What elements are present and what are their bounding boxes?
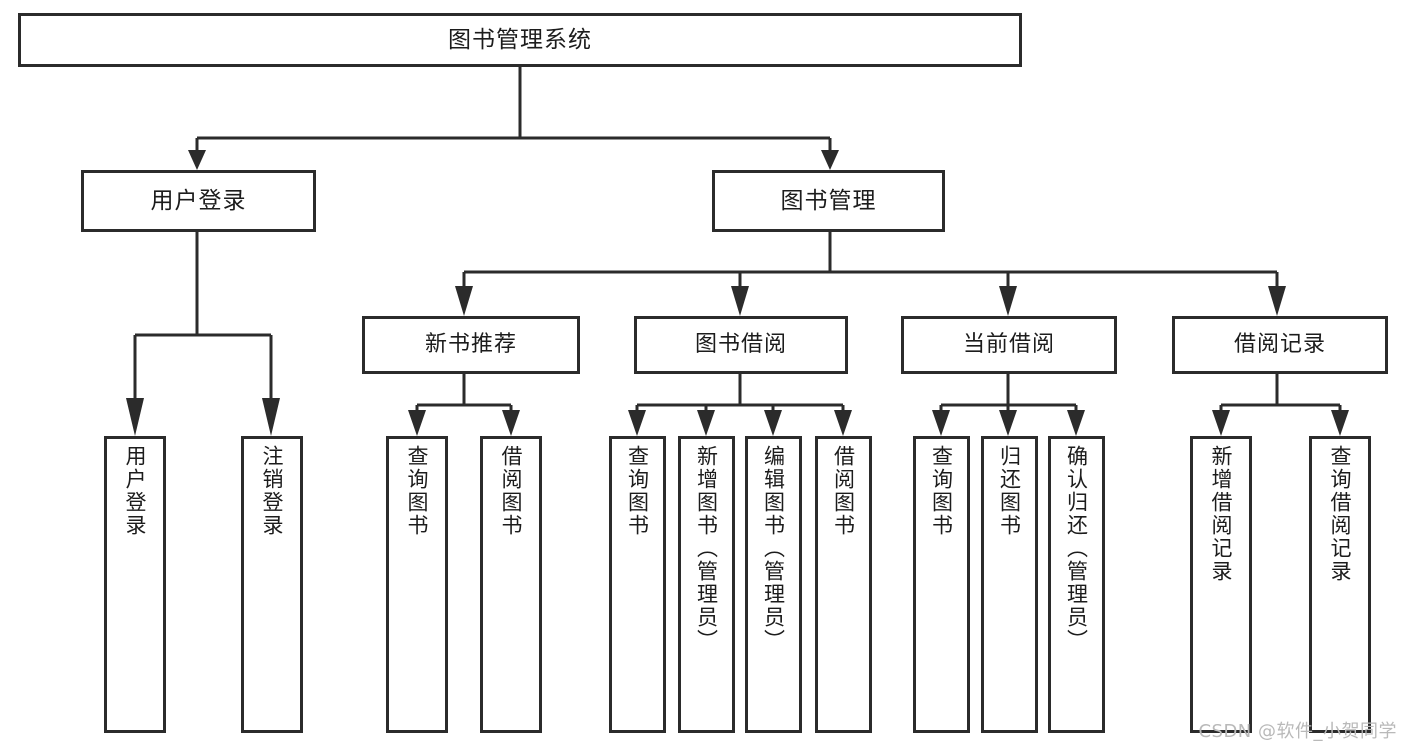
node-label: 查询图书 <box>405 445 430 537</box>
leaf-book-borrow-query-book[interactable]: 查询图书 <box>609 436 666 733</box>
leaf-current-borrow-confirm-return-admin[interactable]: 确认归还（管理员） <box>1048 436 1105 733</box>
node-label: 查询图书 <box>929 445 954 537</box>
leaf-new-book-borrow-book[interactable]: 借阅图书 <box>480 436 542 733</box>
node-user-login[interactable]: 用户登录 <box>81 170 316 232</box>
node-label: 查询图书 <box>625 445 650 537</box>
node-label: 借阅图书 <box>499 445 524 537</box>
node-label: 借阅记录 <box>1233 332 1326 358</box>
leaf-book-borrow-edit-book-admin[interactable]: 编辑图书（管理员） <box>745 436 802 733</box>
leaf-current-borrow-return-book[interactable]: 归还图书 <box>981 436 1038 733</box>
node-label: 新增借阅记录 <box>1209 445 1234 583</box>
node-label: 归还图书 <box>997 445 1022 537</box>
node-label: 用户登录 <box>150 187 247 214</box>
node-label: 图书管理 <box>780 187 877 214</box>
node-new-book-recommend[interactable]: 新书推荐 <box>362 316 580 374</box>
node-label: 图书管理系统 <box>448 26 592 53</box>
leaf-current-borrow-query-book[interactable]: 查询图书 <box>913 436 970 733</box>
leaf-borrow-record-add-record[interactable]: 新增借阅记录 <box>1190 436 1252 733</box>
leaf-new-book-query-book[interactable]: 查询图书 <box>386 436 448 733</box>
node-label: 当前借阅 <box>962 332 1055 358</box>
node-label: 用户登录 <box>123 445 148 537</box>
node-current-borrow[interactable]: 当前借阅 <box>901 316 1117 374</box>
node-book-management[interactable]: 图书管理 <box>712 170 945 232</box>
leaf-book-borrow-borrow-book[interactable]: 借阅图书 <box>815 436 872 733</box>
node-label: 新书推荐 <box>424 332 517 358</box>
node-book-borrow[interactable]: 图书借阅 <box>634 316 848 374</box>
node-label: 新增图书（管理员） <box>694 445 719 652</box>
node-label: 编辑图书（管理员） <box>761 445 786 652</box>
node-label: 图书借阅 <box>694 332 787 358</box>
leaf-borrow-record-query-record[interactable]: 查询借阅记录 <box>1309 436 1371 733</box>
node-label: 确认归还（管理员） <box>1064 445 1089 652</box>
leaf-user-login-logout[interactable]: 注销登录 <box>241 436 303 733</box>
csdn-watermark: CSDN @软件_小贺同学 <box>1198 721 1397 742</box>
node-root-book-management-system[interactable]: 图书管理系统 <box>18 13 1022 67</box>
leaf-book-borrow-add-book-admin[interactable]: 新增图书（管理员） <box>678 436 735 733</box>
node-label: 借阅图书 <box>831 445 856 537</box>
node-label: 注销登录 <box>260 445 285 537</box>
node-label: 查询借阅记录 <box>1328 445 1353 583</box>
node-borrow-record[interactable]: 借阅记录 <box>1172 316 1388 374</box>
leaf-user-login-login[interactable]: 用户登录 <box>104 436 166 733</box>
